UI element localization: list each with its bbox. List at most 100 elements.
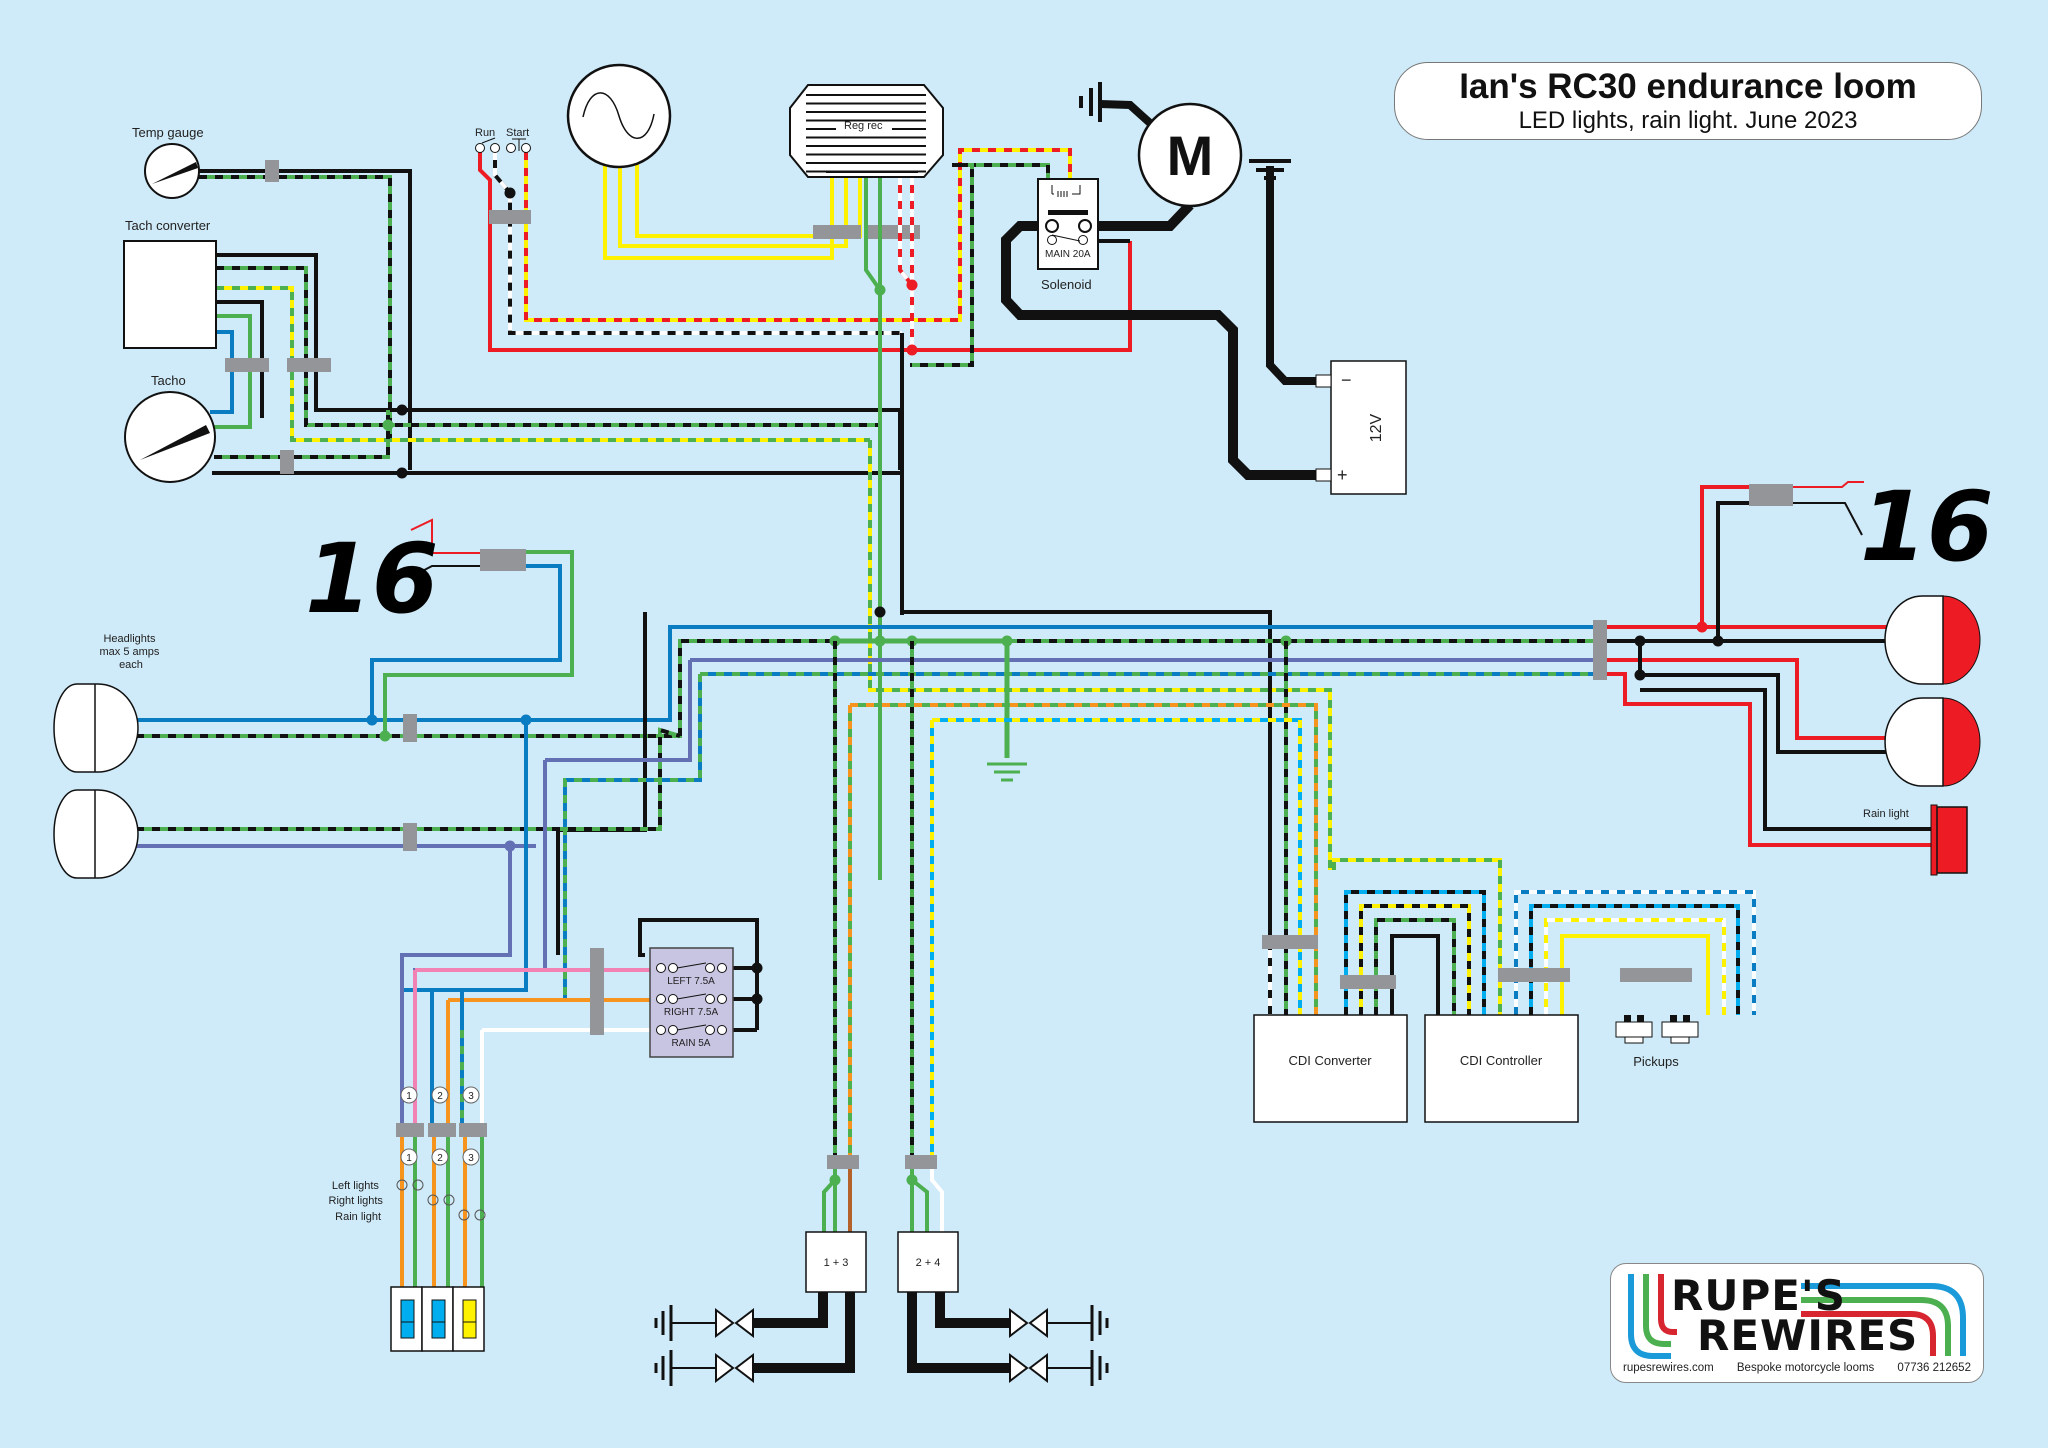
connector-block[interactable]: [1749, 484, 1793, 506]
splice-dot: [829, 1174, 841, 1186]
connector-block[interactable]: [590, 948, 604, 1035]
wire-black: [1793, 502, 1863, 536]
fuse-terminal: [656, 994, 666, 1004]
wire-tracer: [850, 703, 1318, 1015]
splice-dot: [751, 962, 763, 974]
coil-rear-label: 2 + 4: [916, 1257, 941, 1269]
run-start-switch[interactable]: Run Start: [475, 127, 531, 153]
connector-number-badge: [462, 1148, 480, 1166]
wire-black: [1001, 221, 1316, 480]
connector-block[interactable]: [489, 210, 531, 224]
splice-dot: [1001, 635, 1013, 647]
connector-block[interactable]: [396, 1123, 424, 1137]
connector-block[interactable]: [287, 358, 331, 372]
fuse-terminal: [717, 963, 727, 973]
wire-red: [410, 518, 490, 554]
wire-tracer: [910, 163, 974, 367]
coil-front: 1 + 3: [805, 1231, 867, 1293]
wire-blue: [120, 625, 1600, 722]
battery: − + 12V: [1315, 360, 1407, 495]
connector-block[interactable]: [403, 823, 417, 851]
wire-black: [907, 1292, 1010, 1373]
connector-block[interactable]: [1262, 935, 1318, 949]
battery-pos-label: +: [1337, 465, 1348, 485]
wire-tracer: [1344, 890, 1486, 1015]
splice-dot: [396, 404, 408, 416]
connector-block[interactable]: [459, 1123, 487, 1137]
solenoid-label: Solenoid: [1041, 277, 1092, 292]
connector-number-badge: [400, 1086, 418, 1104]
splice-dot: [366, 714, 378, 726]
connector-block[interactable]: [1340, 975, 1396, 989]
motor-ground-icon: [1079, 82, 1102, 122]
motor-label: M: [1167, 124, 1214, 187]
connector-block[interactable]: [1593, 620, 1607, 680]
connector-block[interactable]: [827, 1155, 859, 1169]
fuse-label: LEFT 7.5A: [667, 976, 715, 987]
splice-dot: [874, 635, 886, 647]
wire-green-orange: [850, 703, 1318, 1015]
rocker-right-lights-icon: [431, 1299, 446, 1339]
fuse-terminal: [705, 963, 715, 973]
temp-gauge-label: Temp gauge: [132, 125, 204, 140]
spark-plug-icon: [654, 1305, 754, 1341]
tail-light-upper: [1884, 595, 1981, 685]
wire-tracer: [493, 152, 902, 335]
wire-tracer: [952, 163, 1050, 185]
wire-black: [410, 565, 490, 578]
fuse-label: RAIN 5A: [672, 1038, 711, 1049]
connector-block[interactable]: [1620, 968, 1692, 982]
splice-dot: [874, 284, 886, 296]
start-label: Start: [506, 127, 529, 139]
wire-tracer: [1544, 918, 1726, 1015]
connector-number: 2: [437, 1091, 443, 1102]
logo-footer: rupesrewires.com Bespoke motorcycle loom…: [1623, 1362, 1971, 1374]
connector-block[interactable]: [428, 1123, 456, 1137]
headlight-upper: [53, 683, 139, 773]
cdi-controller-label: CDI Controller: [1460, 1053, 1543, 1068]
cdi-converter: CDI Converter: [1253, 1014, 1408, 1123]
cdi-converter-label: CDI Converter: [1288, 1053, 1372, 1068]
wire-yellow: [603, 164, 834, 260]
page-subtitle: LED lights, rain light. June 2023: [1518, 107, 1858, 134]
wire-yellow: [635, 164, 862, 238]
fuse-link: [676, 993, 707, 1000]
wire-green: [383, 550, 574, 736]
connector-block[interactable]: [265, 160, 279, 182]
logo-website[interactable]: rupesrewires.com: [1623, 1362, 1714, 1374]
logo-phone: 07736 212652: [1897, 1362, 1971, 1374]
wire-tracer: [1529, 904, 1740, 1015]
connector-number: 1: [406, 1153, 412, 1164]
connector-block[interactable]: [813, 225, 861, 239]
rain-light-label: Rain light: [1863, 808, 1909, 820]
connector-block[interactable]: [280, 450, 294, 474]
wire-black: [1638, 641, 1922, 754]
wire-blue: [370, 564, 562, 720]
wire-blue: [402, 720, 528, 992]
fuse-terminal: [668, 994, 678, 1004]
fuse-terminal: [717, 1025, 727, 1035]
wire-red: [1600, 672, 1931, 847]
wire-light_blue-black: [1344, 890, 1486, 1015]
company-logo: RUPE'S REWIRES rupesrewires.com Bespoke …: [1610, 1263, 1984, 1383]
fuse-link: [676, 1024, 707, 1031]
wire-tracer: [1374, 918, 1456, 1015]
connector-block[interactable]: [480, 549, 526, 571]
wire-black: [900, 610, 1272, 1015]
wire-white-blue: [1514, 890, 1756, 1015]
wire-red: [1600, 658, 1922, 740]
connector-block[interactable]: [905, 1155, 937, 1169]
headlight-lower: [53, 789, 139, 879]
tach-converter: Tach converter: [123, 218, 217, 349]
connector-number: 2: [437, 1153, 443, 1164]
tacho: Tacho: [124, 373, 216, 483]
logo-tagline: Bespoke motorcycle looms: [1736, 1362, 1875, 1374]
connector-block[interactable]: [225, 358, 269, 372]
wire-black: [935, 1292, 1010, 1328]
logo-line1: RUPE'S: [1671, 1271, 1847, 1320]
wire-green-black: [214, 410, 390, 459]
connector-block[interactable]: [1498, 968, 1570, 982]
wire-tracer: [932, 718, 1302, 1015]
connector-block[interactable]: [403, 714, 417, 742]
